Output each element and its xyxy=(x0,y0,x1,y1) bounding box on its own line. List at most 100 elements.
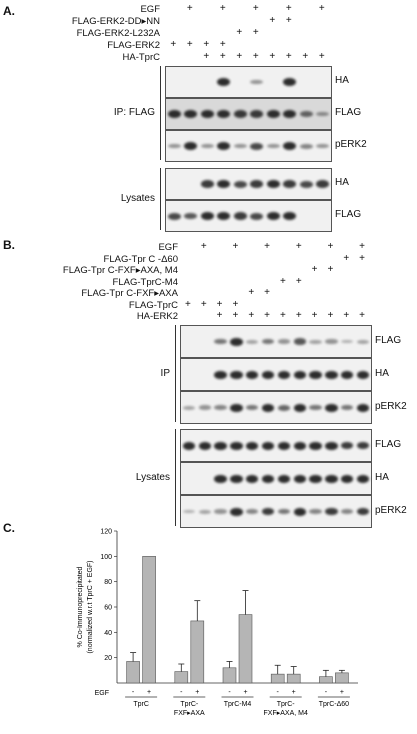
blot-band xyxy=(214,370,227,379)
condition-mark: + xyxy=(203,51,210,62)
blot-band xyxy=(214,405,227,410)
blot-band xyxy=(277,339,291,344)
egf-sign: - xyxy=(228,689,231,696)
condition-mark: + xyxy=(252,51,259,62)
blot-strip xyxy=(180,462,372,495)
condition-mark: + xyxy=(343,252,350,264)
egf-sign: + xyxy=(340,689,344,696)
blot-band xyxy=(246,370,259,379)
condition-mark: + xyxy=(359,252,365,264)
blot-band xyxy=(293,507,306,516)
blot-band xyxy=(316,111,330,117)
condition-label: FLAG-TprC xyxy=(128,299,178,311)
group-label: IP xyxy=(160,367,170,379)
blot-band xyxy=(309,339,322,344)
condition-mark: + xyxy=(264,310,270,321)
blot-band xyxy=(182,441,196,450)
condition-mark: + xyxy=(170,39,177,50)
y-tick-label: 100 xyxy=(100,554,112,561)
blot-band xyxy=(230,370,243,379)
group-label: TprC- xyxy=(277,701,296,708)
group-bracket xyxy=(175,429,176,526)
group-label-line2: FXF▸AXA xyxy=(174,710,205,717)
bar xyxy=(174,671,189,684)
condition-mark: + xyxy=(248,310,255,321)
condition-mark: + xyxy=(359,241,365,252)
blot-band xyxy=(182,509,196,514)
blot-band xyxy=(246,509,259,514)
blot-band xyxy=(266,110,280,118)
blot-band xyxy=(341,404,354,411)
condition-mark: + xyxy=(236,27,243,38)
condition-mark: + xyxy=(219,3,226,14)
blot-band xyxy=(200,180,214,188)
panel-a-letter: A. xyxy=(3,4,15,18)
panel-b-letter: B. xyxy=(3,238,15,252)
condition-label: FLAG-ERK2 xyxy=(107,40,160,51)
blot-band xyxy=(277,508,291,515)
blot-band xyxy=(293,370,306,379)
blot-band xyxy=(200,143,214,149)
blot-band xyxy=(293,441,306,450)
blot-band xyxy=(293,403,306,412)
blot-band xyxy=(299,143,313,149)
blot-band xyxy=(309,404,322,411)
blot-band xyxy=(246,339,259,344)
blot-band xyxy=(217,180,231,188)
blot-band xyxy=(233,212,247,220)
condition-mark: + xyxy=(184,298,191,310)
condition-mark: + xyxy=(203,39,210,50)
blot-band xyxy=(261,338,275,345)
blot-band xyxy=(325,507,338,516)
condition-mark: + xyxy=(285,51,292,62)
condition-mark: + xyxy=(279,275,286,287)
blot-band xyxy=(198,509,211,514)
blot-band xyxy=(283,212,297,220)
blot-band xyxy=(341,370,354,379)
blot-band xyxy=(246,404,259,411)
blot-band xyxy=(356,370,370,379)
condition-mark: + xyxy=(232,298,239,310)
blot-band xyxy=(261,441,275,450)
condition-mark: + xyxy=(295,275,302,287)
blot-band xyxy=(198,405,211,410)
condition-mark: + xyxy=(232,241,239,252)
blot-band xyxy=(325,370,338,379)
condition-label: EGF xyxy=(158,242,178,253)
blot-band xyxy=(293,338,306,345)
condition-mark: + xyxy=(311,310,318,321)
blot-band xyxy=(356,474,370,483)
condition-mark: + xyxy=(236,51,243,62)
blot-band xyxy=(184,142,198,150)
blot-band xyxy=(277,404,291,411)
condition-label: FLAG-Tpr C-FXF▸AXA, M4 xyxy=(62,265,178,276)
condition-label: FLAG-ERK2-DD▸NN xyxy=(71,16,160,27)
blot-band xyxy=(283,78,297,86)
blot-band xyxy=(167,212,181,220)
bar xyxy=(142,556,156,684)
condition-mark: + xyxy=(279,310,286,321)
condition-mark: + xyxy=(200,241,207,252)
condition-mark: + xyxy=(343,310,350,321)
blot-strip xyxy=(165,168,332,200)
condition-mark: + xyxy=(252,3,259,14)
group-label: Lysates xyxy=(120,193,155,204)
egf-sign: + xyxy=(195,689,199,696)
blot-band xyxy=(233,180,247,188)
blot-label: pERK2 xyxy=(375,400,407,412)
blot-band xyxy=(217,142,231,150)
condition-mark: + xyxy=(327,241,334,252)
egf-sign: - xyxy=(132,689,135,696)
blot-band xyxy=(356,403,370,412)
blot-band xyxy=(299,180,313,188)
y-axis-label: (normalized w.r.t TprC + EGF) xyxy=(87,560,94,653)
blot-band xyxy=(356,441,370,450)
egf-sign: + xyxy=(243,689,247,696)
condition-mark: + xyxy=(295,310,302,321)
blot-band xyxy=(214,338,227,345)
blot-band xyxy=(341,509,354,514)
blot-band xyxy=(356,507,370,516)
egf-sign: - xyxy=(180,689,183,696)
blot-band xyxy=(341,441,354,450)
y-tick-label: 60 xyxy=(104,605,112,612)
